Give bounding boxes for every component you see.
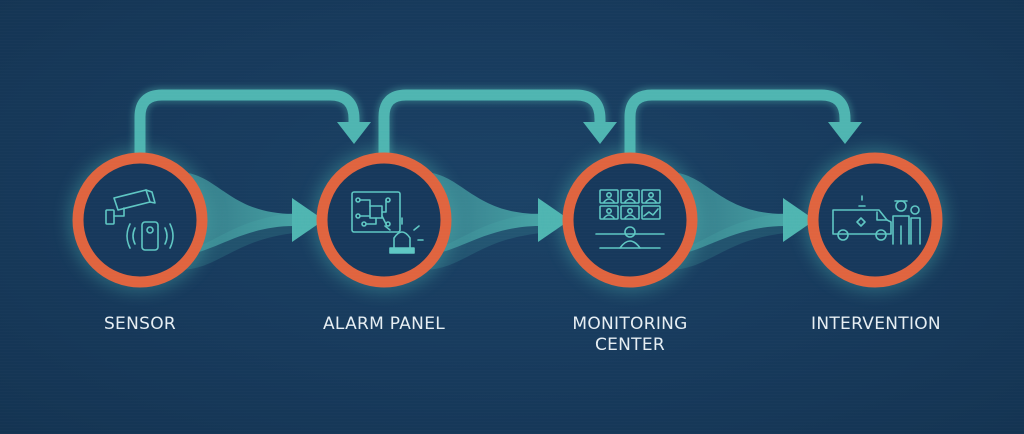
stage-ring-sensor (72, 152, 208, 288)
arc-connectors (132, 87, 862, 160)
ribbon-arrowhead-1 (292, 198, 324, 242)
arc-arrowhead-1 (337, 122, 371, 144)
stage-label-intervention-line-1: INTERVENTION (811, 314, 941, 334)
arc-line-1 (134, 89, 360, 160)
stage-label-monitoring-center-line-1: MONITORING (572, 314, 688, 334)
stage-node-monitoring-center (558, 148, 702, 292)
operator-icon (599, 226, 661, 249)
stage-node-alarm-panel (312, 148, 456, 292)
stage-label-sensor: SENSOR (40, 314, 240, 335)
stage-label-monitoring-center: MONITORING CENTER (530, 314, 730, 356)
arc-connector-3 (622, 87, 862, 160)
arc-arrowhead-3 (828, 122, 862, 144)
arc-line-3 (624, 89, 851, 160)
arc-connector-1 (132, 87, 371, 160)
circuit-board-icon (351, 191, 401, 233)
siren-icon (384, 217, 424, 254)
arc-connector-2 (376, 87, 617, 160)
ribbon-arrowhead-2 (538, 198, 570, 242)
stage-nodes (68, 148, 947, 292)
stage-ring-intervention (807, 152, 943, 288)
stage-label-alarm-panel-line-1: ALARM PANEL (322, 314, 446, 334)
video-wall-icon (595, 189, 665, 235)
stage-node-intervention (803, 148, 947, 292)
stage-label-monitoring-center-line-2: CENTER (594, 335, 666, 355)
stage-node-sensor (68, 148, 212, 292)
ribbon-arrowhead-3 (783, 198, 815, 242)
stage-label-alarm-panel: ALARM PANEL (284, 314, 484, 335)
ribbon-arrows (168, 172, 815, 270)
stage-label-sensor-line-1: SENSOR (103, 314, 177, 334)
stage-ring-monitoring-center (562, 152, 698, 288)
arc-line-2 (378, 89, 606, 160)
guards-icon (892, 200, 921, 245)
security-camera-icon (105, 189, 156, 225)
patrol-van-icon (832, 195, 892, 241)
stage-label-intervention: INTERVENTION (776, 314, 976, 335)
arc-arrowhead-2 (583, 122, 617, 144)
motion-sensor-icon (126, 221, 174, 251)
